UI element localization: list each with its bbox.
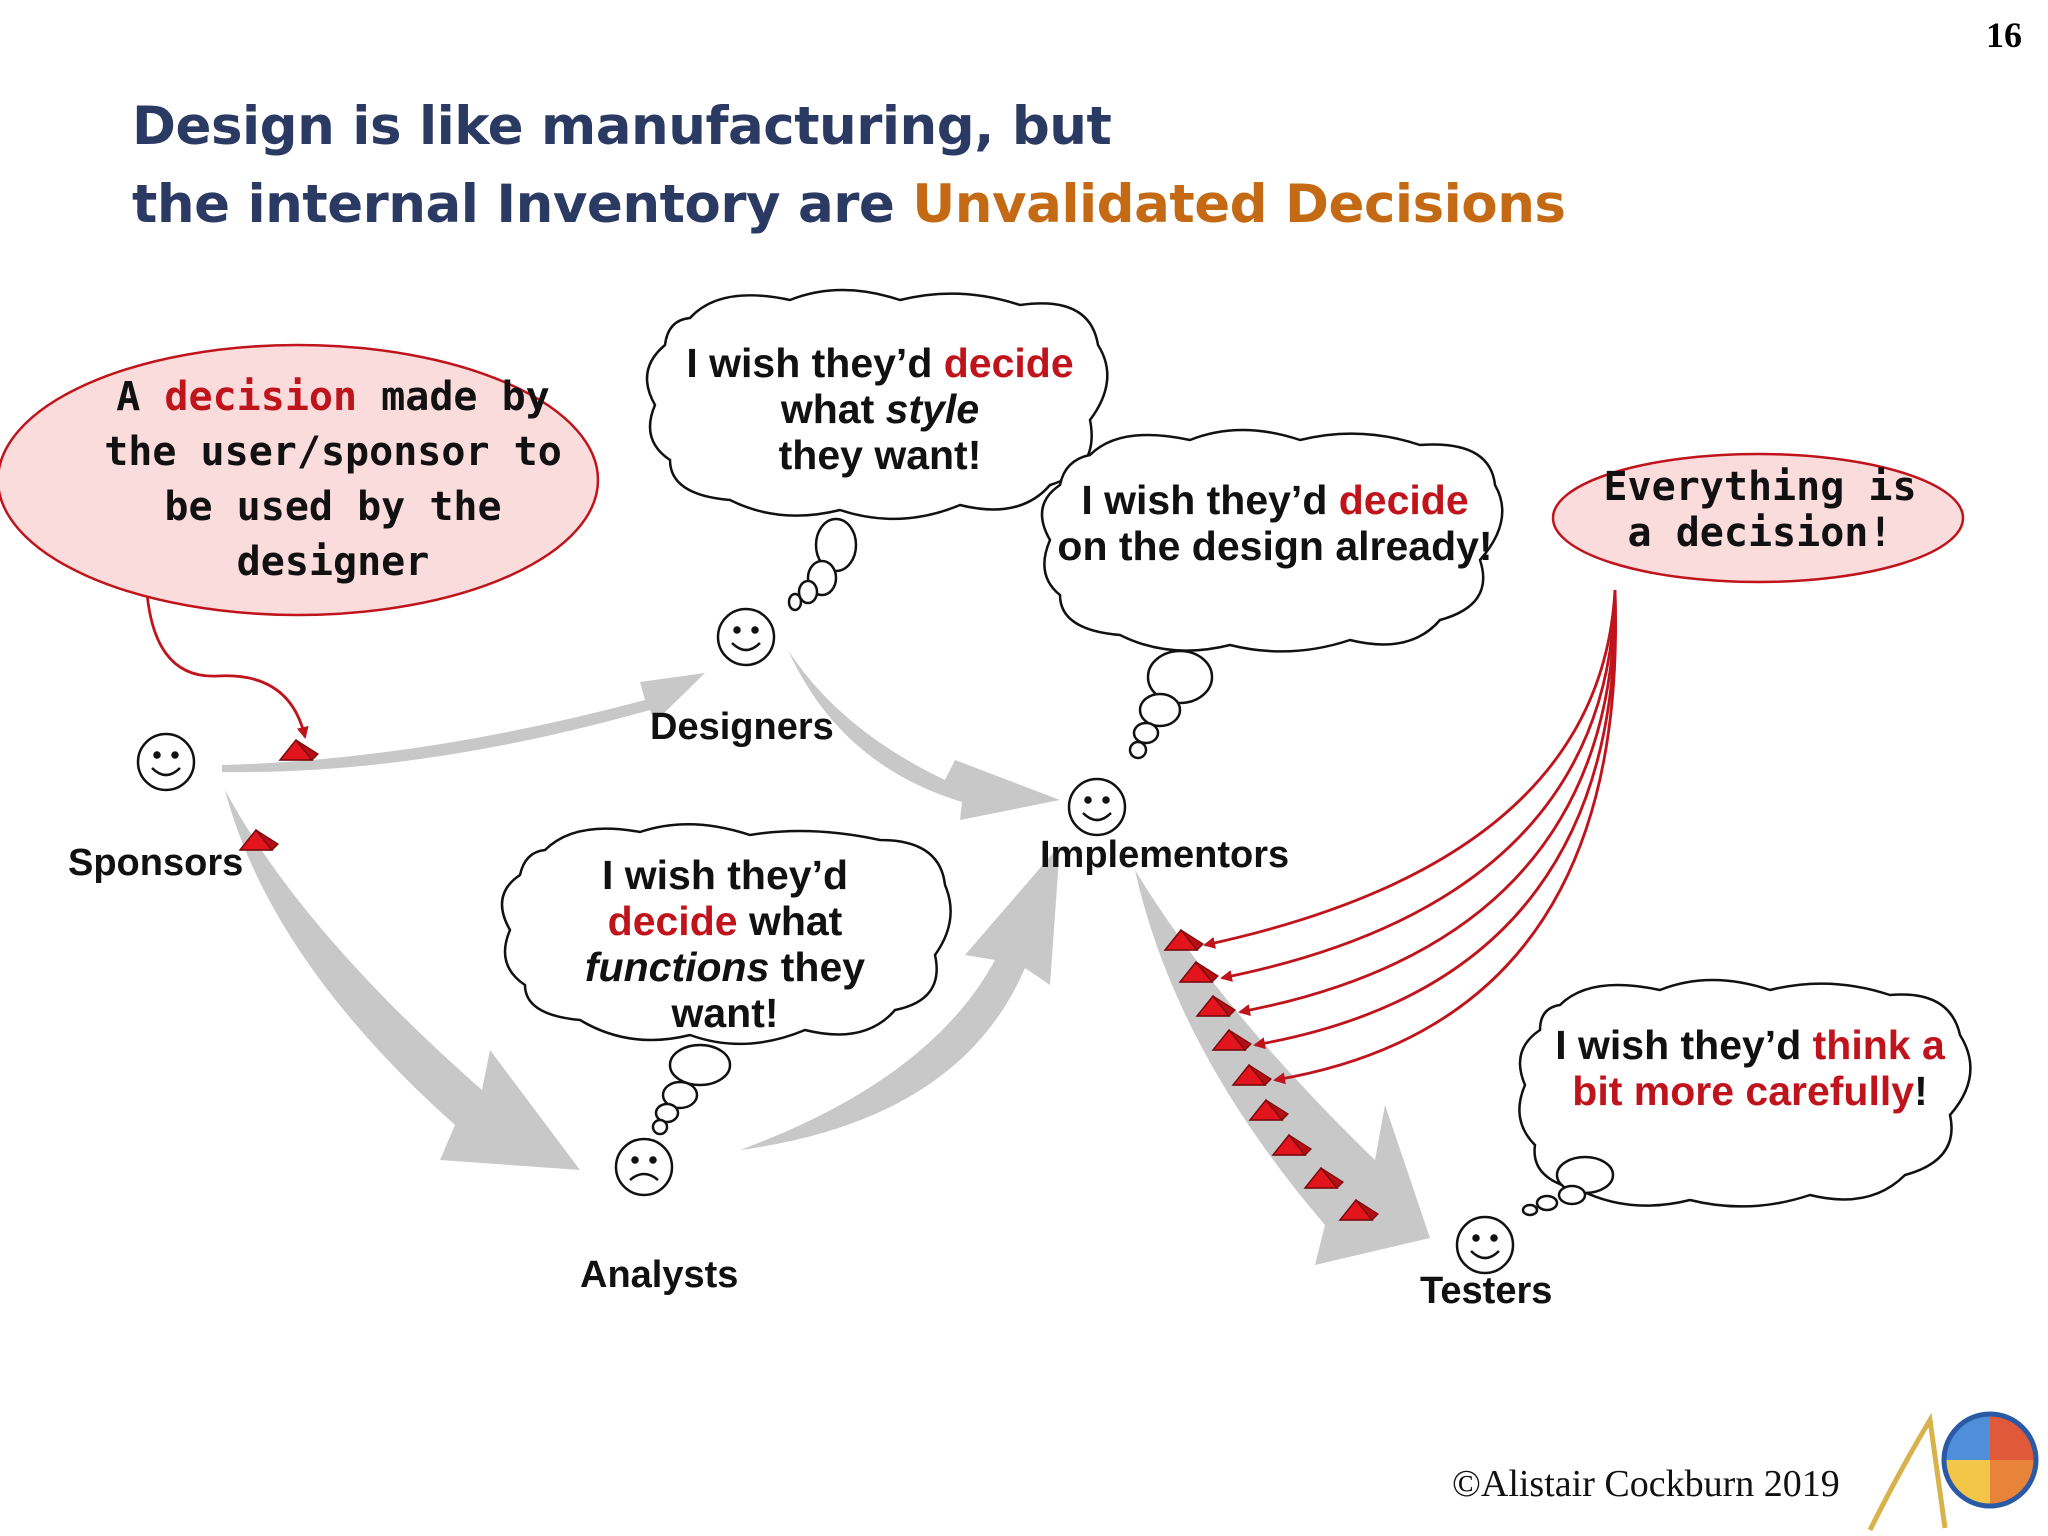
decision-arrow-5 bbox=[1273, 589, 1618, 1085]
role-label-implementors: Implementors bbox=[1040, 834, 1290, 876]
sponsor-face-icon bbox=[136, 732, 196, 792]
role-label-sponsors: Sponsors bbox=[68, 842, 244, 884]
sponsor-decision-callout bbox=[0, 343, 600, 617]
title-line-2-prefix: the internal Inventory are bbox=[132, 174, 913, 235]
decision-arrow-sponsor bbox=[144, 577, 309, 739]
decision-arrow-2 bbox=[1220, 589, 1617, 982]
thought-trail-testers bbox=[1521, 1155, 1615, 1217]
analysts-thought-text: I wish they’d decide what functions they… bbox=[584, 852, 866, 1036]
decision-arrow-4 bbox=[1253, 589, 1617, 1050]
flow-arrow-designers-implementors bbox=[788, 650, 1060, 820]
thought-trail-implementors bbox=[1128, 649, 1214, 760]
cockburn-logo bbox=[1867, 1411, 2039, 1532]
flow-arrow-analysts-implementors bbox=[740, 845, 1060, 1150]
thought-trail-designers bbox=[787, 517, 858, 612]
thought-cloud-testers bbox=[1518, 978, 1972, 1208]
thought-cloud-implementors bbox=[1040, 428, 1504, 653]
implementors-thought-text: I wish they’d decide on the design alrea… bbox=[1057, 477, 1493, 569]
flow-arrow-implementors-testers bbox=[1135, 870, 1430, 1265]
title-line-2-highlight: Unvalidated Decisions bbox=[912, 174, 1566, 235]
designers-thought-text: I wish they’d decide what style they wan… bbox=[686, 340, 1074, 478]
decision-arrows bbox=[144, 577, 1618, 1085]
role-label-analysts: Analysts bbox=[580, 1254, 739, 1296]
designer-face-icon bbox=[716, 607, 776, 667]
role-label-designers: Designers bbox=[650, 706, 834, 748]
flow-arrow-sponsors-designers bbox=[222, 673, 705, 773]
thought-cloud-analysts bbox=[500, 822, 952, 1046]
everything-decision-callout-text: Everything is a decision! bbox=[1603, 464, 1917, 556]
slide-title: Design is like manufacturing, but the in… bbox=[132, 88, 1566, 244]
copyright-notice: ©Alistair Cockburn 2019 bbox=[1452, 1463, 1840, 1505]
decision-pyramid-sponsor-designers bbox=[279, 739, 319, 761]
role-label-testers: Testers bbox=[1420, 1270, 1553, 1312]
flow-arrow-sponsors-analysts bbox=[225, 790, 580, 1170]
implementor-face-icon bbox=[1067, 777, 1127, 837]
tester-face-icon bbox=[1455, 1215, 1515, 1275]
thought-trail-analysts bbox=[651, 1043, 732, 1136]
decision-arrow-1 bbox=[1203, 589, 1617, 949]
sponsor-decision-callout-text: A decision made by the user/sponsor to b… bbox=[104, 374, 562, 585]
testers-thought-text: I wish they’d think a bit more carefully… bbox=[1555, 1022, 1945, 1114]
thought-cloud-designers bbox=[645, 288, 1109, 521]
analyst-frown-face-icon bbox=[614, 1137, 674, 1197]
title-line-1: Design is like manufacturing, but bbox=[132, 96, 1112, 157]
flow-arrows bbox=[222, 650, 1430, 1265]
decision-arrow-3 bbox=[1238, 589, 1617, 1017]
slide-number: 16 bbox=[1986, 15, 2022, 55]
everything-decision-callout bbox=[1551, 452, 1965, 584]
